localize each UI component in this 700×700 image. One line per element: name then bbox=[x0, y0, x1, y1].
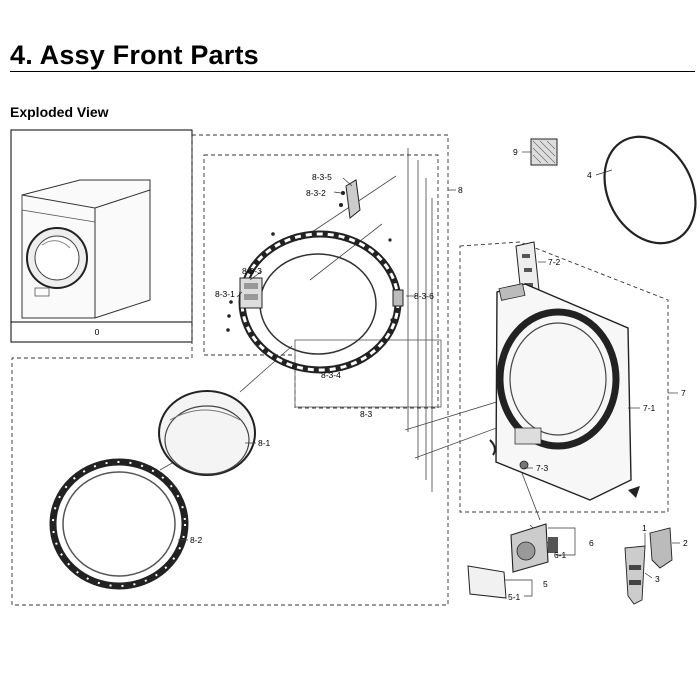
callout-7-2: 7-2 bbox=[548, 257, 561, 267]
drain-cover bbox=[467, 565, 507, 599]
front-panel bbox=[489, 283, 640, 501]
callout-8-3-4: 8-3-4 bbox=[321, 370, 341, 380]
callout-7-3: 7-3 bbox=[536, 463, 549, 473]
callout-8-3-3: 8-3-3 bbox=[242, 266, 262, 276]
callout-leaders bbox=[178, 151, 680, 597]
callout-8-3-1: 8-3-1 bbox=[215, 289, 235, 299]
callout-7-1: 7-1 bbox=[643, 403, 656, 413]
callout-5: 5 bbox=[543, 579, 548, 589]
inset-part-label: 0 bbox=[95, 327, 100, 337]
callout-8-2: 8-2 bbox=[190, 535, 203, 545]
callout-8-3: 8-3 bbox=[360, 409, 373, 419]
section-subtitle: Exploded View bbox=[10, 104, 109, 120]
callout-9: 9 bbox=[513, 147, 518, 157]
filter-cover bbox=[530, 138, 558, 166]
callout-6: 6 bbox=[589, 538, 594, 548]
door-cover-ring bbox=[49, 458, 189, 590]
door-frame-assembly bbox=[226, 179, 404, 374]
callout-2: 2 bbox=[683, 538, 688, 548]
pump-housing bbox=[510, 523, 558, 573]
inset-washer-overview bbox=[10, 129, 193, 343]
hinge-brackets bbox=[624, 527, 673, 605]
callout-8-3-2: 8-3-2 bbox=[306, 188, 326, 198]
callout-8-3-6: 8-3-6 bbox=[414, 291, 434, 301]
door-glass bbox=[158, 390, 256, 476]
callout-8-1: 8-1 bbox=[258, 438, 271, 448]
callout-5-1: 5-1 bbox=[508, 592, 521, 602]
callout-3: 3 bbox=[655, 574, 660, 584]
assembly-8-3-frame bbox=[294, 339, 442, 408]
title-underline bbox=[10, 71, 695, 72]
callout-8-3-5: 8-3-5 bbox=[312, 172, 332, 182]
callout-8: 8 bbox=[458, 185, 463, 195]
page-title: 4. Assy Front Parts bbox=[10, 40, 259, 70]
assembly-boundaries bbox=[11, 134, 669, 606]
callout-4: 4 bbox=[587, 170, 592, 180]
callout-1: 1 bbox=[642, 523, 647, 533]
callout-6-1: 6-1 bbox=[554, 550, 567, 560]
callout-7: 7 bbox=[681, 388, 686, 398]
gasket-ring bbox=[603, 135, 697, 245]
